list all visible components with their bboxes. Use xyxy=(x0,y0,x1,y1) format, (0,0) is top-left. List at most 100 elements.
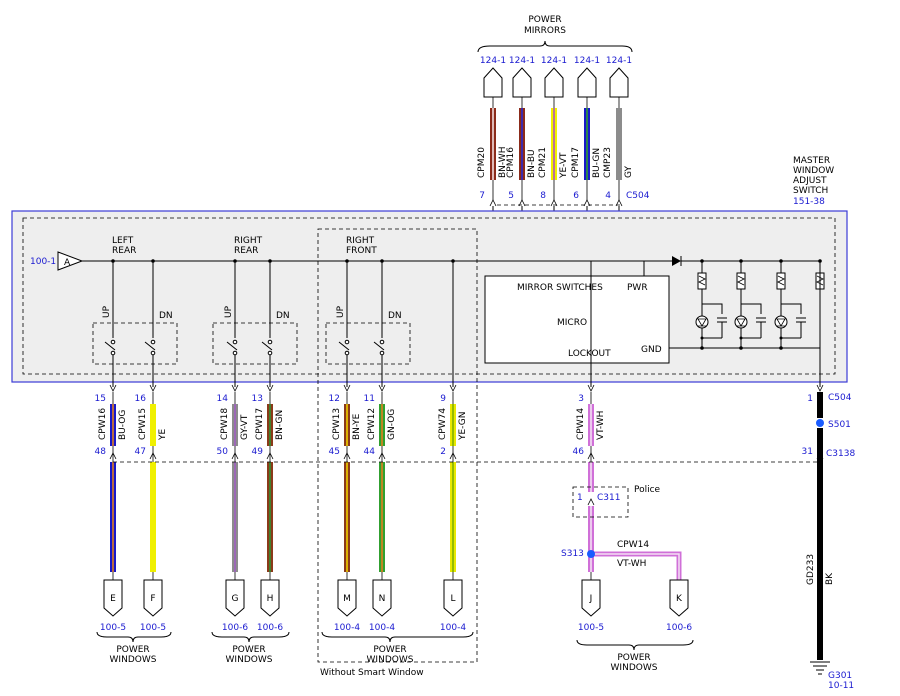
mirror-wire-1-pin: 5 xyxy=(508,191,514,201)
mirror-switches-label: MIRROR SWITCHES xyxy=(517,283,603,293)
window-wire-6-lower-stripe xyxy=(452,462,454,572)
window-wire-7-letter: J xyxy=(589,594,593,604)
window-wire-8-chevron-top xyxy=(816,384,824,392)
s313-circuit-label: CPW14 xyxy=(617,540,649,550)
window-wire-2-ref: 100-6 xyxy=(222,623,248,633)
s313-color-label: VT-WH xyxy=(617,559,646,569)
led-col-0-gnd-junction xyxy=(700,346,704,350)
window-wire-6-pin-top: 9 xyxy=(440,394,446,404)
window-wire-4-upper-stripe xyxy=(346,404,348,446)
window-wire-0-pin-top: 15 xyxy=(95,394,106,404)
mirror-wire-2-color: YE-VT xyxy=(559,152,569,179)
switch-group-2-contact-bot-0 xyxy=(344,350,350,356)
window-wire-1-color: YE xyxy=(158,429,168,441)
led-col-2-led-symbol xyxy=(776,318,786,327)
window-wire-2-connector xyxy=(225,579,245,617)
mirror-wire-0-connector xyxy=(483,67,503,98)
mwas-label-line2: WINDOW xyxy=(793,166,834,176)
window-wire-7-color: VT-WH xyxy=(596,411,606,440)
mirror-wire-3-connector xyxy=(577,67,597,98)
connector-k-ref: 100-6 xyxy=(666,623,692,633)
mirror-wire-4-color: GY xyxy=(624,165,634,178)
led-col-0-capacitor xyxy=(717,317,727,338)
power-windows-1-line1: POWER xyxy=(116,645,149,655)
window-wire-7-to-c311-stripe xyxy=(590,462,592,492)
window-wire-1-pin-bottom: 47 xyxy=(135,447,146,457)
mirror-wire-4-pin-chevron xyxy=(615,199,623,207)
mirror-wire-2-pin: 8 xyxy=(540,191,546,201)
window-wire-3-letter: H xyxy=(267,594,274,604)
window-wire-8-pin-top: 1 xyxy=(807,394,813,404)
splice-s313 xyxy=(587,550,595,558)
mirror-wire-2-ref: 124-1 xyxy=(541,56,567,66)
mirror-wire-0-color: BN-WH xyxy=(498,147,508,178)
window-wire-5-connector xyxy=(372,579,392,617)
window-wire-6-color: YE-GN xyxy=(458,412,468,441)
switch-group-1-dashed-box xyxy=(212,322,298,365)
window-wire-4-color: BN-YE xyxy=(352,413,362,440)
connector-c311-pin: 1 xyxy=(577,493,583,503)
led-col-2-resistor-zigzag xyxy=(777,275,785,286)
switch-group-0-contact-top-1 xyxy=(150,339,156,345)
window-wire-3-circuit: CPW17 xyxy=(255,408,265,440)
window-wire-4-chevron-top xyxy=(343,384,351,392)
switch-group-0-contact-bot-0 xyxy=(110,350,116,356)
left-rear-label-1: LEFT xyxy=(112,236,134,246)
window-wire-4-lower-stripe xyxy=(346,462,348,572)
window-wire-7-ref: 100-5 xyxy=(578,623,604,633)
led-col-1-led-symbol xyxy=(736,318,746,327)
power-windows-brace-4 xyxy=(576,639,694,651)
mirror-wire-4-pin: 4 xyxy=(605,191,611,201)
mirror-wire-4-connector xyxy=(609,67,629,98)
connector-c311-label: C311 xyxy=(597,493,620,503)
ground-symbol xyxy=(810,661,830,675)
power-windows-4-line2: WINDOWS xyxy=(611,663,658,673)
mwas-label-line3: ADJUST xyxy=(793,176,827,186)
window-wire-2-circuit: CPW18 xyxy=(220,408,230,440)
switch-group-0-switch-blade-0 xyxy=(104,341,116,351)
mirror-wire-1-pin-chevron xyxy=(518,199,526,207)
window-wire-5-chevron-top xyxy=(378,384,386,392)
window-wire-2-pin-bottom: 50 xyxy=(217,447,229,457)
window-wire-0-ref: 100-5 xyxy=(100,623,126,633)
window-wire-7-pin-top: 3 xyxy=(578,394,584,404)
connector-c311-box xyxy=(572,486,629,518)
window-wire-0-lower-stripe xyxy=(112,462,114,572)
window-wire-5-pin-top: 11 xyxy=(364,394,375,404)
mirror-wire-0-ref: 124-1 xyxy=(480,56,506,66)
switch-group-1-dn-label: DN xyxy=(276,311,290,321)
mirror-wire-0-stripe xyxy=(492,108,494,180)
window-wire-7-c311-chevron xyxy=(587,498,595,506)
switch-group-1-up-label: UP xyxy=(224,305,234,318)
power-windows-brace-1 xyxy=(96,631,172,643)
lockout-label: LOCKOUT xyxy=(568,349,611,359)
window-wire-5-letter: N xyxy=(379,594,386,604)
led-col-0-led-symbol xyxy=(697,318,707,327)
window-wire-2-letter: G xyxy=(232,594,239,604)
led-col-2-split xyxy=(780,289,802,314)
master-window-switch-box xyxy=(11,210,848,383)
window-wire-7-to-j-stripe xyxy=(590,506,592,572)
led-col-1-resistor-zigzag xyxy=(737,275,745,286)
power-mirrors-label-line2: MIRRORS xyxy=(524,26,566,36)
window-wire-3-ref: 100-6 xyxy=(257,623,283,633)
window-wire-1-ref: 100-5 xyxy=(140,623,166,633)
input-ref: 100-1 xyxy=(30,257,56,267)
window-wire-5-lower-stripe xyxy=(381,462,383,572)
window-wire-5-color: GN-OG xyxy=(387,409,397,440)
switch-group-2-dn-label: DN xyxy=(388,311,402,321)
power-windows-2-line2: WINDOWS xyxy=(226,655,273,665)
ground-page: 10-11 xyxy=(828,681,854,691)
mirror-wire-1-circuit: CPM16 xyxy=(506,147,516,178)
switch-group-1-switch-blade-1 xyxy=(261,341,273,351)
window-wire-0-upper-stripe xyxy=(112,404,114,446)
mirror-wire-0-pin: 7 xyxy=(479,191,485,201)
switch-group-2-dashed-box xyxy=(325,322,411,365)
connector-k-letter: K xyxy=(676,594,683,604)
right-rear-label-2: REAR xyxy=(234,246,258,256)
switch-group-1-contact-bot-1 xyxy=(267,350,273,356)
window-wire-0-color: BU-OG xyxy=(118,410,128,440)
mirror-wire-2-circuit: CPM21 xyxy=(538,147,548,178)
right-rear-label-1: RIGHT xyxy=(234,236,263,246)
